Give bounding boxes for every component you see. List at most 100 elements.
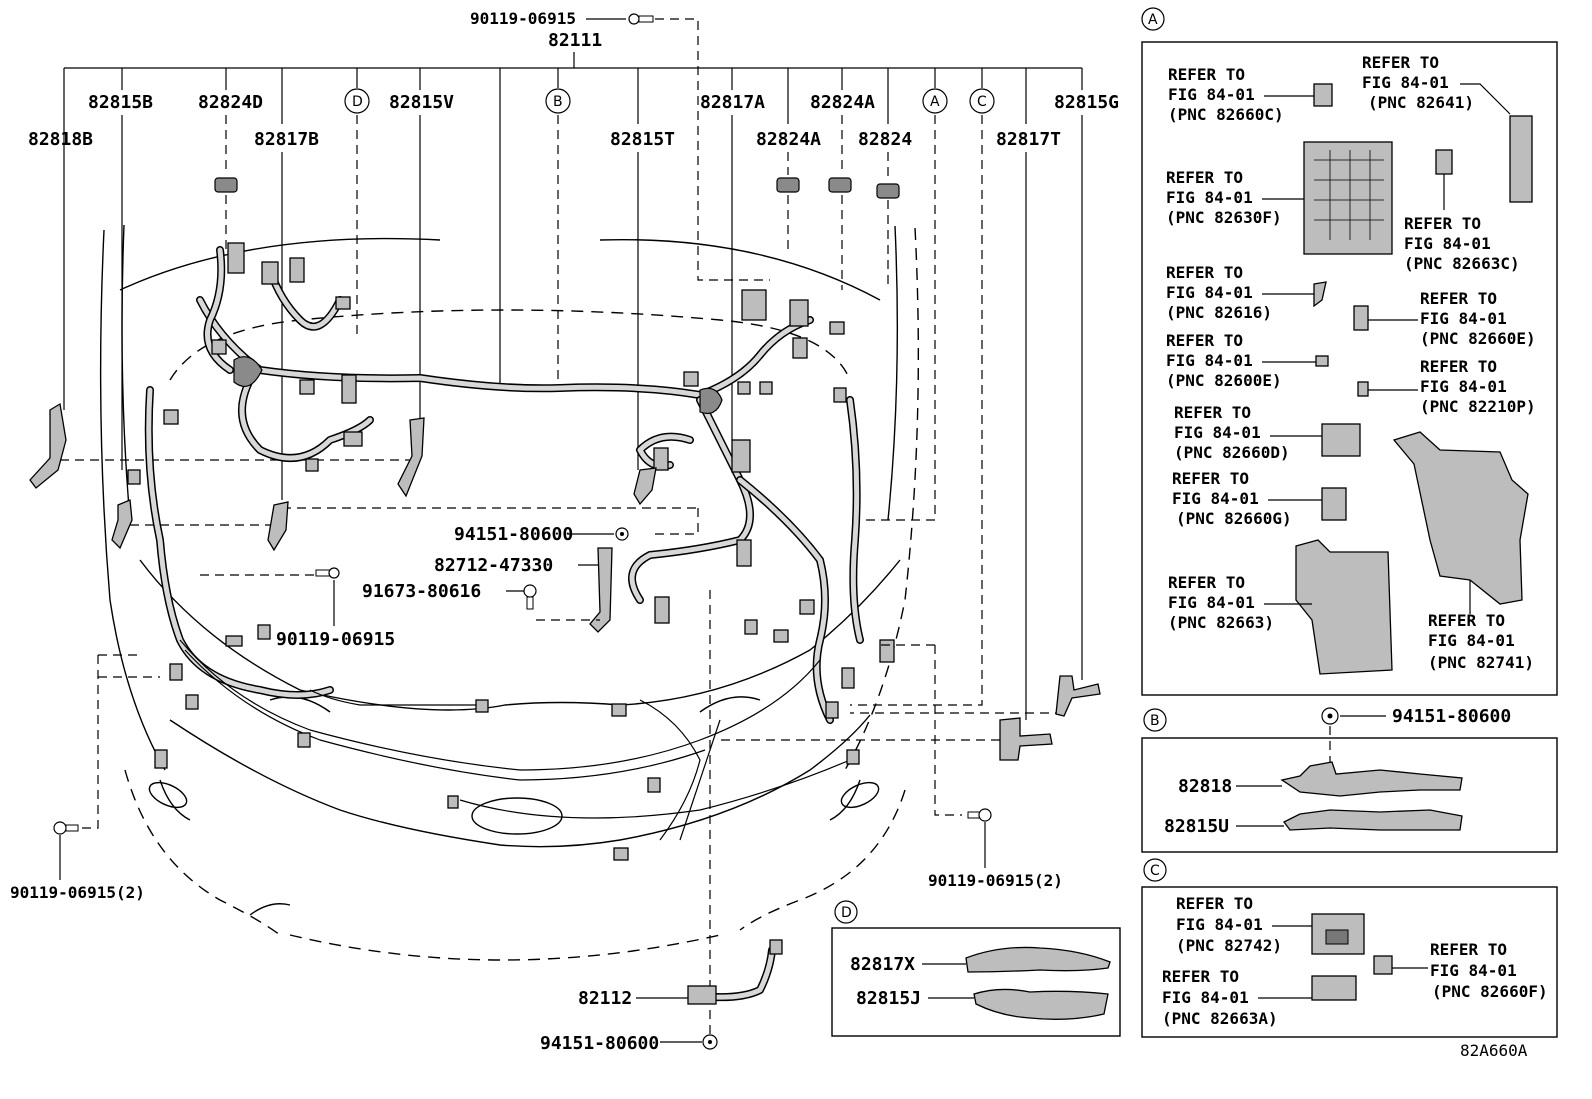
circle-C-marker: C: [969, 88, 995, 114]
svg-text:C: C: [977, 94, 987, 110]
label-82112: 82112: [578, 988, 632, 1009]
grommet-82824: [876, 183, 900, 199]
grommet: [233, 356, 263, 388]
label-82824: 82824: [858, 129, 912, 150]
fuse-block-icon: [1509, 115, 1533, 203]
pnc-82660G: (PNC 82660G): [1176, 509, 1292, 528]
label-82818B: 82818B: [28, 129, 93, 150]
label-82824A: 82824A: [756, 129, 821, 150]
clip-82817B: [267, 501, 289, 552]
svg-text:FIG 84-01: FIG 84-01: [1428, 631, 1515, 650]
clip-82817T: [999, 717, 1053, 761]
pnc-82616: (PNC 82616): [1166, 303, 1272, 322]
pnc-82660F: (PNC 82660F): [1432, 982, 1548, 1001]
circle-markers-main: D B A C: [344, 88, 995, 114]
connector: [879, 639, 895, 663]
bracket-82712: [589, 547, 613, 633]
pnc-82741: (PNC 82741): [1428, 653, 1534, 672]
pnc-82660C: (PNC 82660C): [1168, 105, 1284, 124]
svg-text:FIG 84-01: FIG 84-01: [1430, 961, 1517, 980]
fuse-icon: [1313, 281, 1327, 308]
connector: [343, 431, 363, 447]
relay-icon: [1313, 83, 1333, 107]
svg-text:REFER TO: REFER TO: [1428, 611, 1505, 630]
bolt-label-top: 90119-06915: [470, 9, 576, 28]
svg-text:FIG 84-01: FIG 84-01: [1404, 234, 1491, 253]
label-94151-80600-bottom: 94151-80600: [540, 1033, 659, 1054]
ecu-bracket-icon: [1295, 539, 1393, 675]
vehicle-body: [99, 224, 920, 961]
svg-text:REFER TO: REFER TO: [1168, 65, 1245, 84]
label-82817A: 82817A: [700, 92, 765, 113]
connector: [687, 985, 717, 1005]
clip-82815B: [111, 499, 133, 550]
grommet: [699, 387, 723, 415]
connector: [261, 261, 279, 285]
svg-text:FIG 84-01: FIG 84-01: [1166, 283, 1253, 302]
pnc-82660E: (PNC 82660E): [1420, 329, 1536, 348]
svg-text:FIG 84-01: FIG 84-01: [1168, 85, 1255, 104]
connector: [833, 387, 847, 403]
connector: [789, 299, 809, 327]
grommets: [214, 177, 900, 199]
label-82815T: 82815T: [610, 129, 675, 150]
connector: [154, 749, 168, 769]
connector: [653, 447, 669, 471]
callout-leaders: [60, 115, 1083, 741]
bolt-icon: [628, 13, 654, 25]
connector: [825, 701, 839, 719]
svg-text:REFER TO: REFER TO: [1166, 263, 1243, 282]
bracket-82818: [1280, 761, 1463, 797]
label-90119-06915-2-left: 90119-06915(2): [10, 883, 145, 902]
circle-D-panel: D: [834, 900, 858, 924]
connector: [613, 847, 629, 861]
svg-text:FIG 84-01: FIG 84-01: [1176, 915, 1263, 934]
connector: [744, 619, 758, 635]
svg-text:REFER TO: REFER TO: [1166, 331, 1243, 350]
label-94151-80600-body: 94151-80600: [454, 524, 573, 545]
label-94151-80600-B: 94151-80600: [1392, 706, 1511, 727]
connector: [297, 732, 311, 748]
connector: [841, 667, 855, 689]
svg-text:REFER TO: REFER TO: [1162, 967, 1239, 986]
svg-text:FIG 84-01: FIG 84-01: [1420, 309, 1507, 328]
panel-D: D 82817X 82815J: [831, 900, 1121, 1037]
panel-A: A REFER TO FIG 84-01 (PNC 82660C) REFER …: [1141, 7, 1558, 696]
relay-icon: [1357, 381, 1369, 397]
circle-D-marker: D: [344, 88, 370, 114]
pnc-82660D: (PNC 82660D): [1174, 443, 1290, 462]
panel-C: C REFER TO FIG 84-01 (PNC 82742) REFER T…: [1141, 858, 1558, 1038]
svg-text:C: C: [1150, 863, 1160, 879]
bolt-icon: [967, 808, 992, 822]
connector: [683, 371, 699, 387]
grommet-82824A-left: [776, 177, 800, 193]
label-82818: 82818: [1178, 776, 1232, 797]
svg-text:REFER TO: REFER TO: [1404, 214, 1481, 233]
diagram-code: 82A660A: [1460, 1041, 1528, 1060]
relay-icon: [1353, 305, 1369, 331]
connector: [792, 337, 808, 359]
relay-icon: [1435, 149, 1453, 175]
pnc-82210P: (PNC 82210P): [1420, 397, 1536, 416]
brackets: [29, 356, 1101, 761]
svg-text:REFER TO: REFER TO: [1174, 403, 1251, 422]
connector: [447, 795, 459, 809]
label-82815G: 82815G: [1054, 92, 1119, 113]
svg-text:REFER TO: REFER TO: [1168, 573, 1245, 592]
bracket-82817X: [965, 946, 1111, 973]
svg-text:REFER TO: REFER TO: [1430, 940, 1507, 959]
connector: [773, 629, 789, 643]
harness-connectors: [127, 242, 895, 861]
label-90119-06915-2-right: 90119-06915(2): [928, 871, 1063, 890]
pnc-82663C: (PNC 82663C): [1404, 254, 1520, 273]
connector: [737, 381, 751, 395]
bolt-icon: [315, 567, 340, 579]
label-82817T: 82817T: [996, 129, 1061, 150]
bolt-icon: [53, 821, 79, 835]
connector: [299, 379, 315, 395]
pnc-82742: (PNC 82742): [1176, 936, 1282, 955]
main-harness-label: 82111: [548, 30, 602, 51]
svg-text:D: D: [841, 905, 852, 921]
circle-A-panel: A: [1141, 7, 1165, 31]
